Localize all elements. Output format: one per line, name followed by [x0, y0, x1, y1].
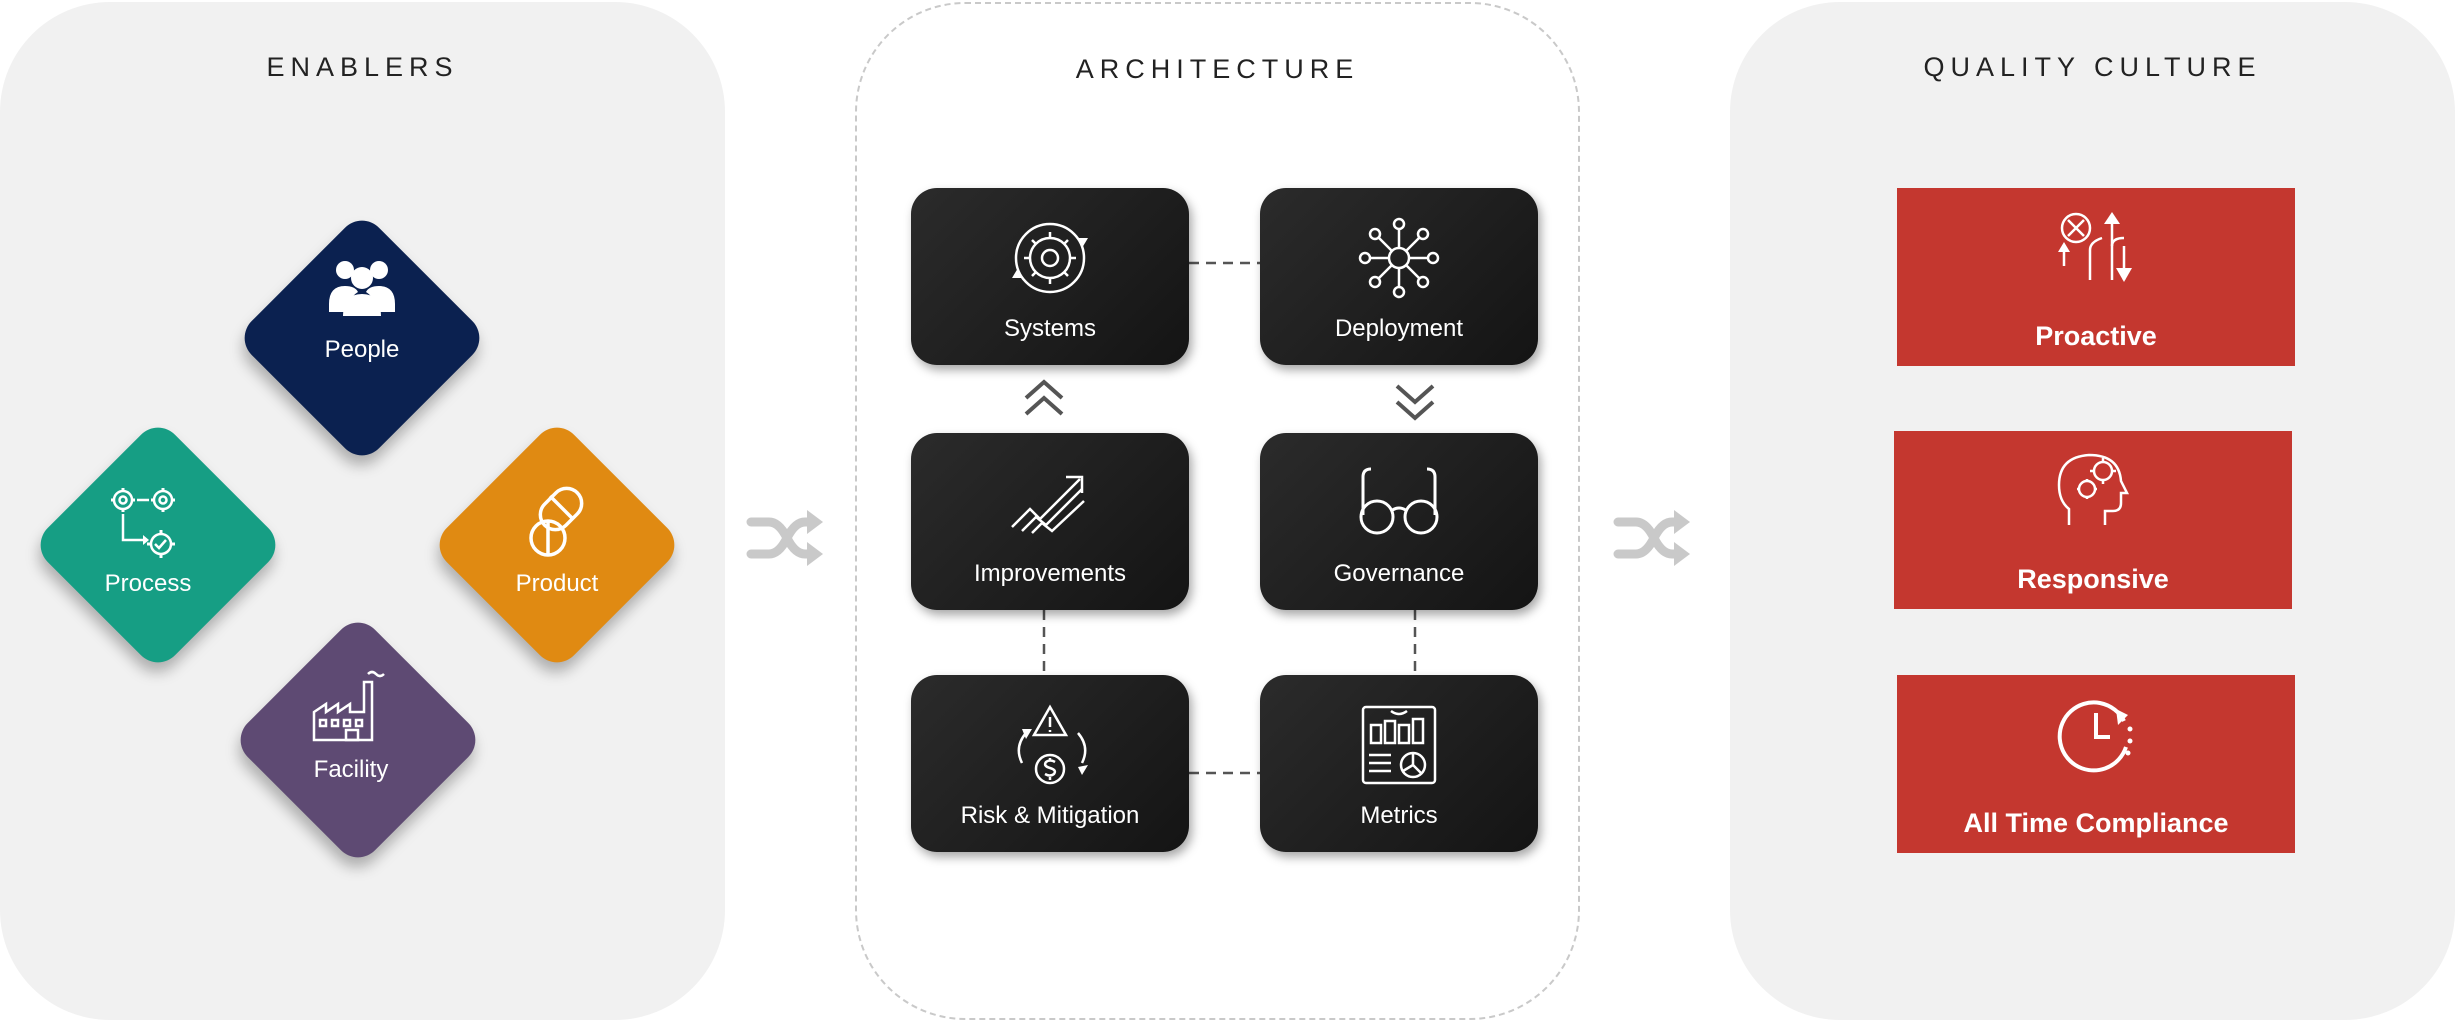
process-gears-icon: [111, 488, 175, 558]
all-time-compliance-box: All Time Compliance: [1897, 675, 2295, 853]
clock-icon: [2057, 700, 2133, 773]
glasses-icon: [1359, 467, 1439, 535]
people-icon: [329, 261, 395, 316]
chevron-down-icon: [1395, 384, 1435, 421]
risk-mitigation-label: Risk & Mitigation: [960, 802, 1140, 829]
metrics-box: Metrics: [1260, 675, 1538, 852]
improvements-label: Improvements: [973, 560, 1127, 587]
systems-label: Systems: [1003, 315, 1096, 342]
risk-mitigation-box: Risk & Mitigation: [911, 675, 1189, 852]
gear-cycle-icon: [1012, 222, 1088, 294]
strategy-arrows-icon: [2058, 212, 2132, 282]
risk-cycle-icon: [1017, 704, 1088, 785]
metrics-label: Metrics: [1360, 802, 1438, 829]
proactive-label: Proactive: [2035, 321, 2157, 351]
product-node: Product: [447, 482, 667, 598]
architecture-title: ARCHITECTURE: [1075, 54, 1360, 84]
swap-arrows-icon: [746, 510, 823, 566]
process-label: Process: [104, 570, 192, 597]
facility-label: Facility: [313, 756, 389, 783]
improvements-box: Improvements: [911, 433, 1189, 610]
people-node: People: [252, 248, 472, 364]
trend-up-icon: [1011, 475, 1085, 534]
facility-node: Facility: [241, 668, 461, 784]
head-gear-icon: [2057, 453, 2130, 525]
report-icon: [1361, 705, 1437, 785]
product-label: Product: [515, 570, 599, 597]
factory-icon: [312, 670, 385, 742]
pill-icon: [529, 486, 584, 557]
deployment-label: Deployment: [1334, 315, 1464, 342]
enablers-title: ENABLERS: [266, 52, 459, 82]
process-node: Process: [38, 482, 258, 598]
responsive-box: Responsive: [1894, 431, 2292, 609]
systems-box: Systems: [911, 188, 1189, 365]
chevron-up-icon: [1024, 379, 1064, 416]
quality-culture-title: QUALITY CULTURE: [1923, 52, 2262, 82]
governance-box: Governance: [1260, 433, 1538, 610]
proactive-box: Proactive: [1897, 188, 2295, 366]
all-time-compliance-label: All Time Compliance: [1963, 808, 2229, 838]
network-hub-icon: [1358, 217, 1440, 299]
deployment-box: Deployment: [1260, 188, 1538, 365]
governance-label: Governance: [1333, 560, 1465, 587]
swap-arrows-icon: [1613, 510, 1690, 566]
responsive-label: Responsive: [2017, 564, 2169, 594]
people-label: People: [324, 336, 400, 363]
